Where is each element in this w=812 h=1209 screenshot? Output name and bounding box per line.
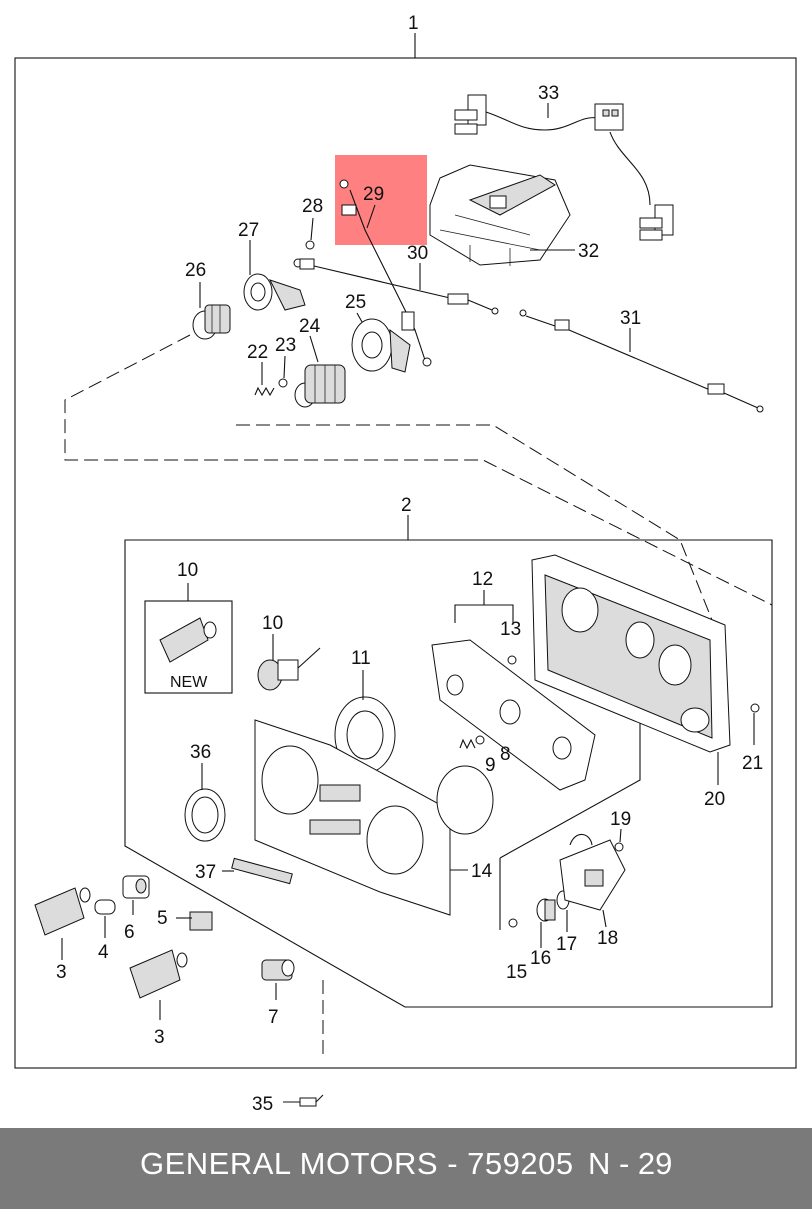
callout-13: 13 bbox=[500, 619, 521, 640]
callout-2: 2 bbox=[401, 495, 412, 516]
cam-25 bbox=[351, 318, 411, 373]
callout-16: 16 bbox=[530, 948, 551, 969]
rotor-24 bbox=[294, 364, 346, 408]
button-4 bbox=[94, 899, 116, 915]
callout-35: 35 bbox=[252, 1094, 273, 1115]
screw-19 bbox=[614, 842, 624, 852]
footer-bar: GENERAL MOTORS - 759205 N - 29 bbox=[0, 1128, 812, 1209]
callout-29: 29 bbox=[363, 184, 384, 205]
callout-8: 8 bbox=[500, 744, 511, 765]
ball-8 bbox=[475, 735, 485, 745]
socket-7 bbox=[261, 959, 295, 981]
knob-3-bottom bbox=[129, 949, 188, 999]
callout-25: 25 bbox=[345, 292, 366, 313]
callout-18: 18 bbox=[597, 928, 618, 949]
switch-6 bbox=[122, 875, 150, 899]
callout-27: 27 bbox=[238, 220, 259, 241]
clip-15 bbox=[508, 918, 518, 928]
footer-page-reference: N - 29 bbox=[588, 1146, 673, 1181]
callout-4: 4 bbox=[98, 942, 109, 963]
callout-17: 17 bbox=[556, 934, 577, 955]
lever-37 bbox=[231, 857, 293, 885]
control-unit-32 bbox=[429, 164, 571, 266]
callout-3b: 3 bbox=[154, 1027, 165, 1048]
rotor-26 bbox=[192, 304, 231, 340]
callout-30: 30 bbox=[407, 243, 428, 264]
callout-20: 20 bbox=[704, 789, 725, 810]
screw-13 bbox=[507, 655, 517, 665]
ball-23 bbox=[278, 378, 288, 388]
callout-11: 11 bbox=[351, 648, 371, 669]
callout-12: 12 bbox=[472, 569, 493, 590]
callout-32: 32 bbox=[578, 241, 599, 262]
wire-harness-33 bbox=[454, 94, 674, 241]
bulb-16 bbox=[536, 898, 556, 922]
highlight-part-29 bbox=[335, 155, 427, 245]
assembly-2-frame bbox=[124, 539, 773, 1008]
callout-31: 31 bbox=[620, 308, 641, 329]
screw-35 bbox=[299, 1094, 324, 1107]
bezel-14 bbox=[254, 719, 494, 916]
assembly-1-frame bbox=[14, 57, 797, 1069]
callout-7: 7 bbox=[268, 1007, 279, 1028]
callout-5: 5 bbox=[157, 908, 168, 929]
screw-28 bbox=[305, 240, 315, 250]
callout-14: 14 bbox=[471, 861, 493, 882]
spring-22 bbox=[254, 386, 275, 397]
callout-3a: 3 bbox=[56, 962, 67, 983]
bulb-holder-5 bbox=[189, 911, 213, 931]
callout-9: 9 bbox=[485, 755, 496, 776]
knob-10-new bbox=[159, 617, 217, 663]
callout-23: 23 bbox=[275, 335, 296, 356]
housing-20 bbox=[531, 554, 731, 753]
callout-19: 19 bbox=[610, 809, 631, 830]
cam-27 bbox=[243, 273, 306, 311]
callout-28: 28 bbox=[302, 196, 323, 217]
ring-36 bbox=[184, 788, 226, 842]
switch-18 bbox=[559, 833, 626, 911]
dial-plate-11 bbox=[334, 696, 396, 774]
callout-6: 6 bbox=[124, 922, 135, 943]
knob-3-top bbox=[34, 887, 91, 936]
footer-brand-part-number: GENERAL MOTORS - 759205 bbox=[140, 1146, 574, 1181]
callout-37: 37 bbox=[195, 862, 216, 883]
callout-10a: 10 bbox=[177, 560, 198, 581]
cable-30 bbox=[293, 258, 499, 315]
callout-10b: 10 bbox=[262, 613, 283, 634]
exploded-parts-diagram: 1 2 32 33 bbox=[14, 13, 797, 1115]
callout-1: 1 bbox=[408, 13, 419, 34]
callout-22: 22 bbox=[247, 342, 268, 363]
cable-29 bbox=[339, 179, 432, 367]
callout-36: 36 bbox=[190, 742, 211, 763]
new-label: NEW bbox=[170, 674, 208, 691]
callout-15: 15 bbox=[506, 962, 527, 983]
callout-21: 21 bbox=[742, 753, 763, 774]
bracket-12 bbox=[431, 639, 596, 791]
knob-10 bbox=[257, 647, 321, 691]
screw-21 bbox=[750, 703, 760, 713]
spring-9 bbox=[459, 738, 476, 750]
callout-24: 24 bbox=[299, 316, 321, 337]
callout-26: 26 bbox=[185, 260, 206, 281]
callout-33: 33 bbox=[538, 83, 559, 104]
cable-31 bbox=[519, 309, 764, 413]
